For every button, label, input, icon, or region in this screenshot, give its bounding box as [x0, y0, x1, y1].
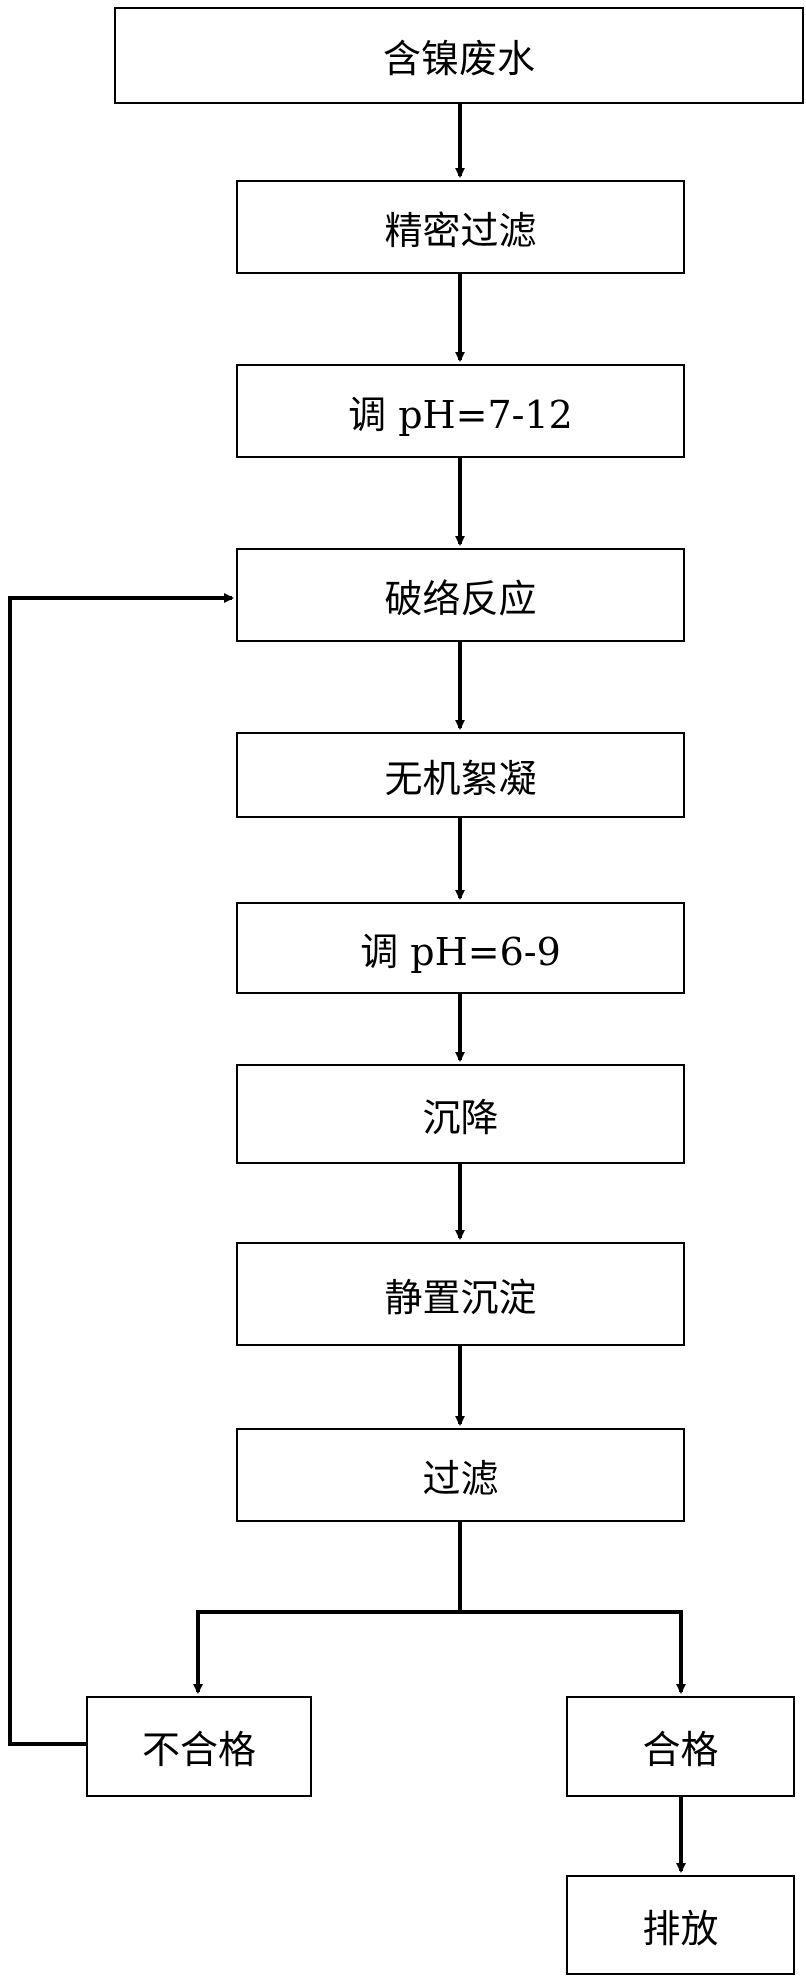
arrow-to-unqualified: [193, 1610, 460, 1694]
arrow-to-qualified: [460, 1610, 686, 1694]
node-precision-filter: 精密过滤: [236, 180, 685, 274]
node-static-precipitation: 静置沉淀: [236, 1242, 685, 1346]
node-discharge: 排放: [566, 1875, 795, 1975]
node-settling: 沉降: [236, 1064, 685, 1164]
node-unqualified: 不合格: [86, 1696, 312, 1797]
node-wastewater: 含镍废水: [114, 7, 804, 104]
node-adjust-ph-2: 调 pH=6-9: [236, 902, 685, 994]
node-qualified: 合格: [566, 1696, 795, 1797]
node-inorganic-flocculation: 无机絮凝: [236, 732, 685, 818]
node-filtration: 过滤: [236, 1428, 685, 1522]
node-adjust-ph-1: 调 pH=7-12: [236, 364, 685, 458]
node-decomplexation: 破络反应: [236, 548, 685, 642]
arrow-unqualified-loop-to-decomplexation: [8, 593, 234, 1746]
